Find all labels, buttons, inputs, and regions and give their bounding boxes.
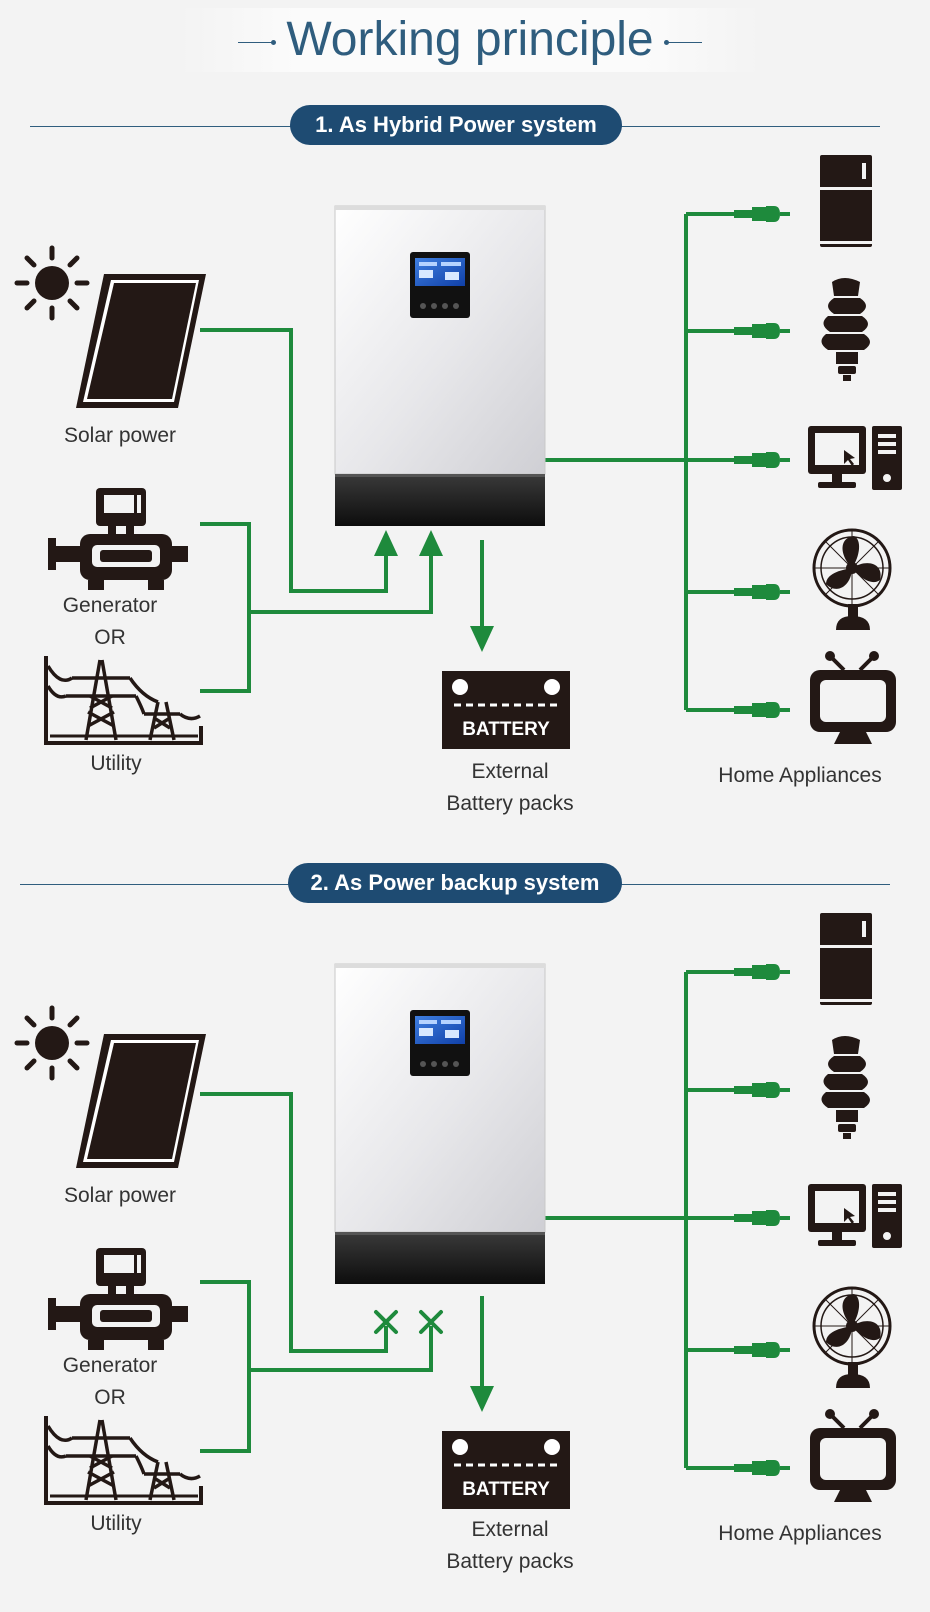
tv-icon xyxy=(808,1407,898,1504)
title-deco-right xyxy=(663,39,702,45)
refrigerator-icon xyxy=(820,155,872,247)
utility-label: Utility xyxy=(90,1512,142,1535)
plug-icon xyxy=(734,1342,790,1358)
computer-icon xyxy=(808,1184,902,1248)
fan-icon xyxy=(812,1286,892,1390)
computer-icon xyxy=(808,426,902,490)
page-title-text: Working principle xyxy=(286,13,654,66)
section2-arrow xyxy=(470,1386,494,1412)
plug-icon xyxy=(734,1210,790,1226)
appliances-label: Home Appliances xyxy=(718,764,882,787)
solar-panel-icon xyxy=(76,274,206,408)
plug-icon xyxy=(734,964,790,980)
plug-icon xyxy=(734,452,790,468)
solar-label: Solar power xyxy=(63,1184,177,1207)
solar-label: Solar power xyxy=(63,424,177,447)
generator-icon xyxy=(48,488,188,590)
battery-label-line1: External xyxy=(471,760,549,783)
title-deco-left xyxy=(238,39,277,45)
fan-icon xyxy=(812,528,892,632)
battery-label-line2: Battery packs xyxy=(446,792,574,815)
generator-label: Generator xyxy=(62,594,158,617)
inverter-device xyxy=(334,963,546,1285)
plug-icon xyxy=(734,702,790,718)
inverter-device xyxy=(334,205,546,527)
tv-icon xyxy=(808,649,898,746)
utility-label: Utility xyxy=(90,752,142,775)
generator-label: Generator xyxy=(62,1354,158,1377)
section1-arrows xyxy=(374,530,494,652)
power-tower-icon xyxy=(44,1414,203,1505)
plug-icon xyxy=(734,584,790,600)
section2-wires xyxy=(200,970,736,1470)
battery-label-line1: External xyxy=(471,1518,549,1541)
sun-icon xyxy=(17,248,87,318)
battery-label-line2: Battery packs xyxy=(446,1550,574,1573)
plug-icon xyxy=(734,1460,790,1476)
plug-icon xyxy=(734,206,790,222)
solar-panel-icon xyxy=(76,1034,206,1168)
or-label: OR xyxy=(94,626,126,649)
lightbulb-icon xyxy=(821,278,870,381)
appliances-label: Home Appliances xyxy=(718,1522,882,1545)
battery-icon-label: BATTERY xyxy=(462,719,550,740)
section2-title: 2. As Power backup system xyxy=(288,863,622,903)
battery-icon-label: BATTERY xyxy=(462,1479,550,1500)
section1-title: 1. As Hybrid Power system xyxy=(290,105,622,145)
power-tower-icon xyxy=(44,654,203,745)
or-label: OR xyxy=(94,1386,126,1409)
section2-blocked-marks xyxy=(374,1310,443,1334)
sun-icon xyxy=(17,1008,87,1078)
plug-icon xyxy=(734,1082,790,1098)
lightbulb-icon xyxy=(821,1036,870,1139)
generator-icon xyxy=(48,1248,188,1350)
plug-icon xyxy=(734,323,790,339)
page-title: Working principle xyxy=(180,8,760,72)
refrigerator-icon xyxy=(820,913,872,1005)
section1-wires xyxy=(200,212,736,712)
